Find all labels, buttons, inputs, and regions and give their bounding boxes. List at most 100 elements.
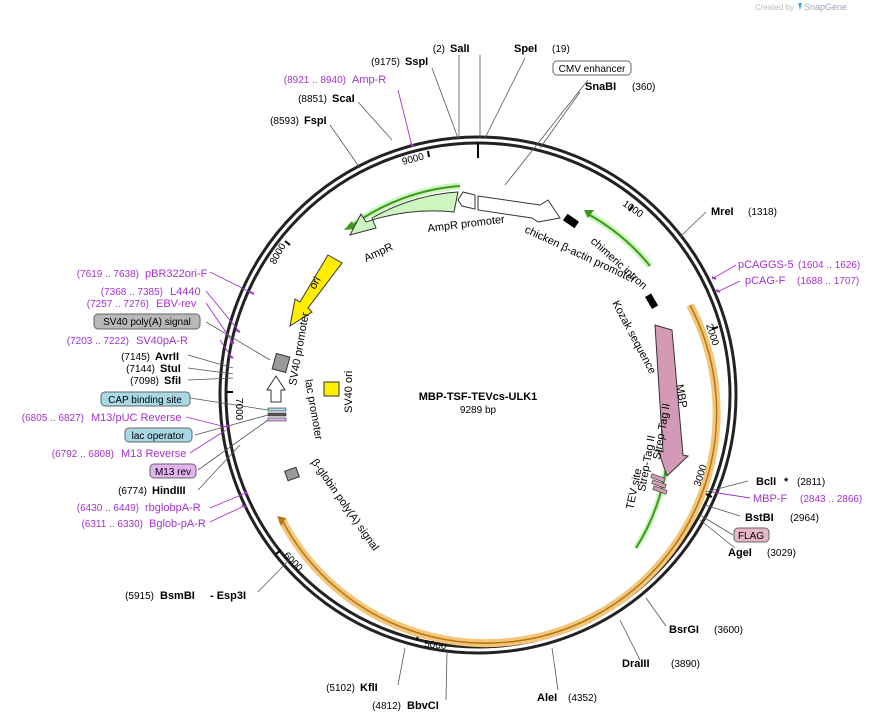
primer-m13-puc-reverse[interactable]: (6805 .. 6827) M13/pUC Reverse <box>22 412 182 424</box>
primer-pcag-f[interactable]: pCAG-F (1688 .. 1707) <box>745 275 859 287</box>
svg-text:MBP-F: MBP-F <box>753 493 788 505</box>
enzyme-sspi[interactable]: (9175) SspI <box>371 56 428 68</box>
svg-text:MreI: MreI <box>711 206 734 218</box>
sv40-polya-box[interactable]: SV40 poly(A) signal <box>93 313 201 330</box>
enzyme-sfii[interactable]: (7098) SfiI <box>130 375 181 387</box>
enzyme-bbvci[interactable]: (4812) BbvCI <box>372 700 439 712</box>
primer-pcaggs-5[interactable]: pCAGGS-5 (1604 .. 1626) <box>738 259 860 271</box>
primer-l4440[interactable]: (7368 .. 7385) L4440 <box>101 286 201 298</box>
tick-label-7000: 7000 <box>233 398 244 421</box>
svg-text:CAP binding site: CAP binding site <box>108 395 182 406</box>
svg-text:AgeI: AgeI <box>728 547 752 559</box>
cmv-enhancer-box[interactable]: CMV enhancer <box>552 60 632 76</box>
svg-text:(5915): (5915) <box>125 591 154 602</box>
svg-text:(3890): (3890) <box>671 659 700 670</box>
ori-arrow <box>289 254 343 328</box>
enzyme-snabi[interactable]: SnaBI (360) <box>585 81 655 93</box>
primer-mbp-f[interactable]: MBP-F (2843 .. 2866) <box>753 493 862 505</box>
enzyme-mrei[interactable]: MreI (1318) <box>711 206 777 218</box>
svg-text:(6805 .. 6827): (6805 .. 6827) <box>22 413 84 424</box>
svg-text:(360): (360) <box>632 82 655 93</box>
ampr-arrow <box>349 191 459 236</box>
svg-text:(5102): (5102) <box>326 683 355 694</box>
svg-text:(7098): (7098) <box>130 376 159 387</box>
enzyme-sali[interactable]: (2) SalI <box>433 43 470 55</box>
svg-text:rbglobpA-R: rbglobpA-R <box>145 502 201 514</box>
backbone-outer-ring <box>218 135 738 655</box>
tick-3000 <box>705 493 713 498</box>
primer-amp-r[interactable]: (8921 .. 8940) Amp-R <box>284 74 387 86</box>
svg-text:FspI: FspI <box>304 115 327 127</box>
enzyme-bstbi[interactable]: BstBI (2964) <box>745 512 819 524</box>
lac-operator-box[interactable]: lac operator <box>124 427 193 443</box>
svg-text:(8921 .. 8940): (8921 .. 8940) <box>284 75 346 86</box>
tick-1000 <box>628 204 634 212</box>
enzyme-kfli[interactable]: (5102) KflI <box>326 682 378 694</box>
svg-text:pCAG-F: pCAG-F <box>745 275 786 287</box>
enzyme-bsmbi-esp3i[interactable]: (5915) BsmBI - Esp3I <box>125 590 246 602</box>
svg-text:(2): (2) <box>433 44 445 55</box>
enzyme-draiii[interactable]: DraIII (3890) <box>622 658 700 670</box>
plasmid-length: 9289 bp <box>460 405 497 416</box>
m13-rev-box[interactable]: M13 rev <box>149 463 197 479</box>
plasmid-title: MBP-TSF-TEVcs-ULK1 <box>419 391 538 403</box>
svg-text:(2964): (2964) <box>790 513 819 524</box>
tick-8000 <box>284 240 291 246</box>
amp-promoter-arrow <box>457 191 476 210</box>
svg-text:(3600): (3600) <box>714 625 743 636</box>
svg-text:SpeI: SpeI <box>514 43 537 55</box>
tick-label-8000: 8000 <box>268 241 289 266</box>
enzyme-stui[interactable]: (7144) StuI <box>126 363 181 375</box>
chimeric-intron-arc <box>585 212 651 267</box>
bglobin-label: β-globin poly(A) signal <box>309 457 381 553</box>
primer-ebv-rev[interactable]: (7257 .. 7276) EBV-rev <box>87 298 197 310</box>
svg-text:(3029): (3029) <box>767 548 796 559</box>
enzyme-agei[interactable]: AgeI (3029) <box>728 547 796 559</box>
svg-text:(6792 .. 6808): (6792 .. 6808) <box>52 449 114 460</box>
primer-sv40pa-r[interactable]: (7203 .. 7222) SV40pA-R <box>67 335 188 347</box>
svg-text:(7619 .. 7638): (7619 .. 7638) <box>77 269 139 280</box>
svg-text:HindIII: HindIII <box>152 485 186 497</box>
primer-site-marks <box>226 143 721 508</box>
svg-text:(19): (19) <box>552 44 570 55</box>
primer-pbr322ori-f[interactable]: (7619 .. 7638) pBR322ori-F <box>77 268 208 280</box>
primer-m13-reverse[interactable]: (6792 .. 6808) M13 Reverse <box>52 448 187 460</box>
enzyme-fspi[interactable]: (8593) FspI <box>270 115 327 127</box>
svg-text:L4440: L4440 <box>170 286 201 298</box>
sv40-ori-box <box>323 381 340 397</box>
enzyme-hindiii[interactable]: (6774) HindIII <box>118 485 186 497</box>
cap-binding-site-box[interactable]: CAP binding site <box>100 391 191 407</box>
svg-text:lac operator: lac operator <box>132 431 185 442</box>
flag-box[interactable]: FLAG <box>733 527 770 543</box>
orf-halo <box>278 303 721 648</box>
primer-rbglobpa-r[interactable]: (6430 .. 6449) rbglobpA-R <box>77 502 201 514</box>
snapgene-watermark: Created by SnapGene <box>755 2 847 12</box>
enzyme-spei[interactable]: SpeI (19) <box>514 43 570 55</box>
lac-cluster <box>267 407 287 422</box>
svg-text:(7145): (7145) <box>121 352 150 363</box>
primer-bglob-pa-r[interactable]: (6311 .. 6330) Bglob-pA-R <box>81 518 205 530</box>
svg-text:pBR322ori-F: pBR322ori-F <box>145 268 208 280</box>
svg-text:(1318): (1318) <box>748 207 777 218</box>
svg-text:BbvCI: BbvCI <box>407 700 439 712</box>
svg-text:(6311 .. 6330): (6311 .. 6330) <box>81 519 143 530</box>
svg-text:AleI: AleI <box>537 692 557 704</box>
enzyme-alei[interactable]: AleI (4352) <box>537 692 597 704</box>
enzyme-avrii[interactable]: (7145) AvrII <box>121 351 179 363</box>
sv40-pa-box-glyph <box>271 352 291 374</box>
svg-text:(9175): (9175) <box>371 57 400 68</box>
orf-arc <box>281 304 718 644</box>
svg-text:CMV enhancer: CMV enhancer <box>559 64 626 75</box>
svg-text:BclI: BclI <box>756 476 776 488</box>
enzyme-bsrgi[interactable]: BsrGI (3600) <box>669 624 743 636</box>
watermark-brand: SnapGene <box>804 2 847 12</box>
svg-text:FLAG: FLAG <box>738 531 764 542</box>
svg-text:StuI: StuI <box>160 363 181 375</box>
orf-arrowhead <box>277 516 286 526</box>
enzyme-scai[interactable]: (8851) ScaI <box>298 93 355 105</box>
enzyme-bcli[interactable]: BclI * (2811) <box>756 476 825 488</box>
svg-text:BstBI: BstBI <box>745 512 774 524</box>
mbp-arrow <box>654 324 690 477</box>
mbp-label: MBP <box>673 383 689 409</box>
